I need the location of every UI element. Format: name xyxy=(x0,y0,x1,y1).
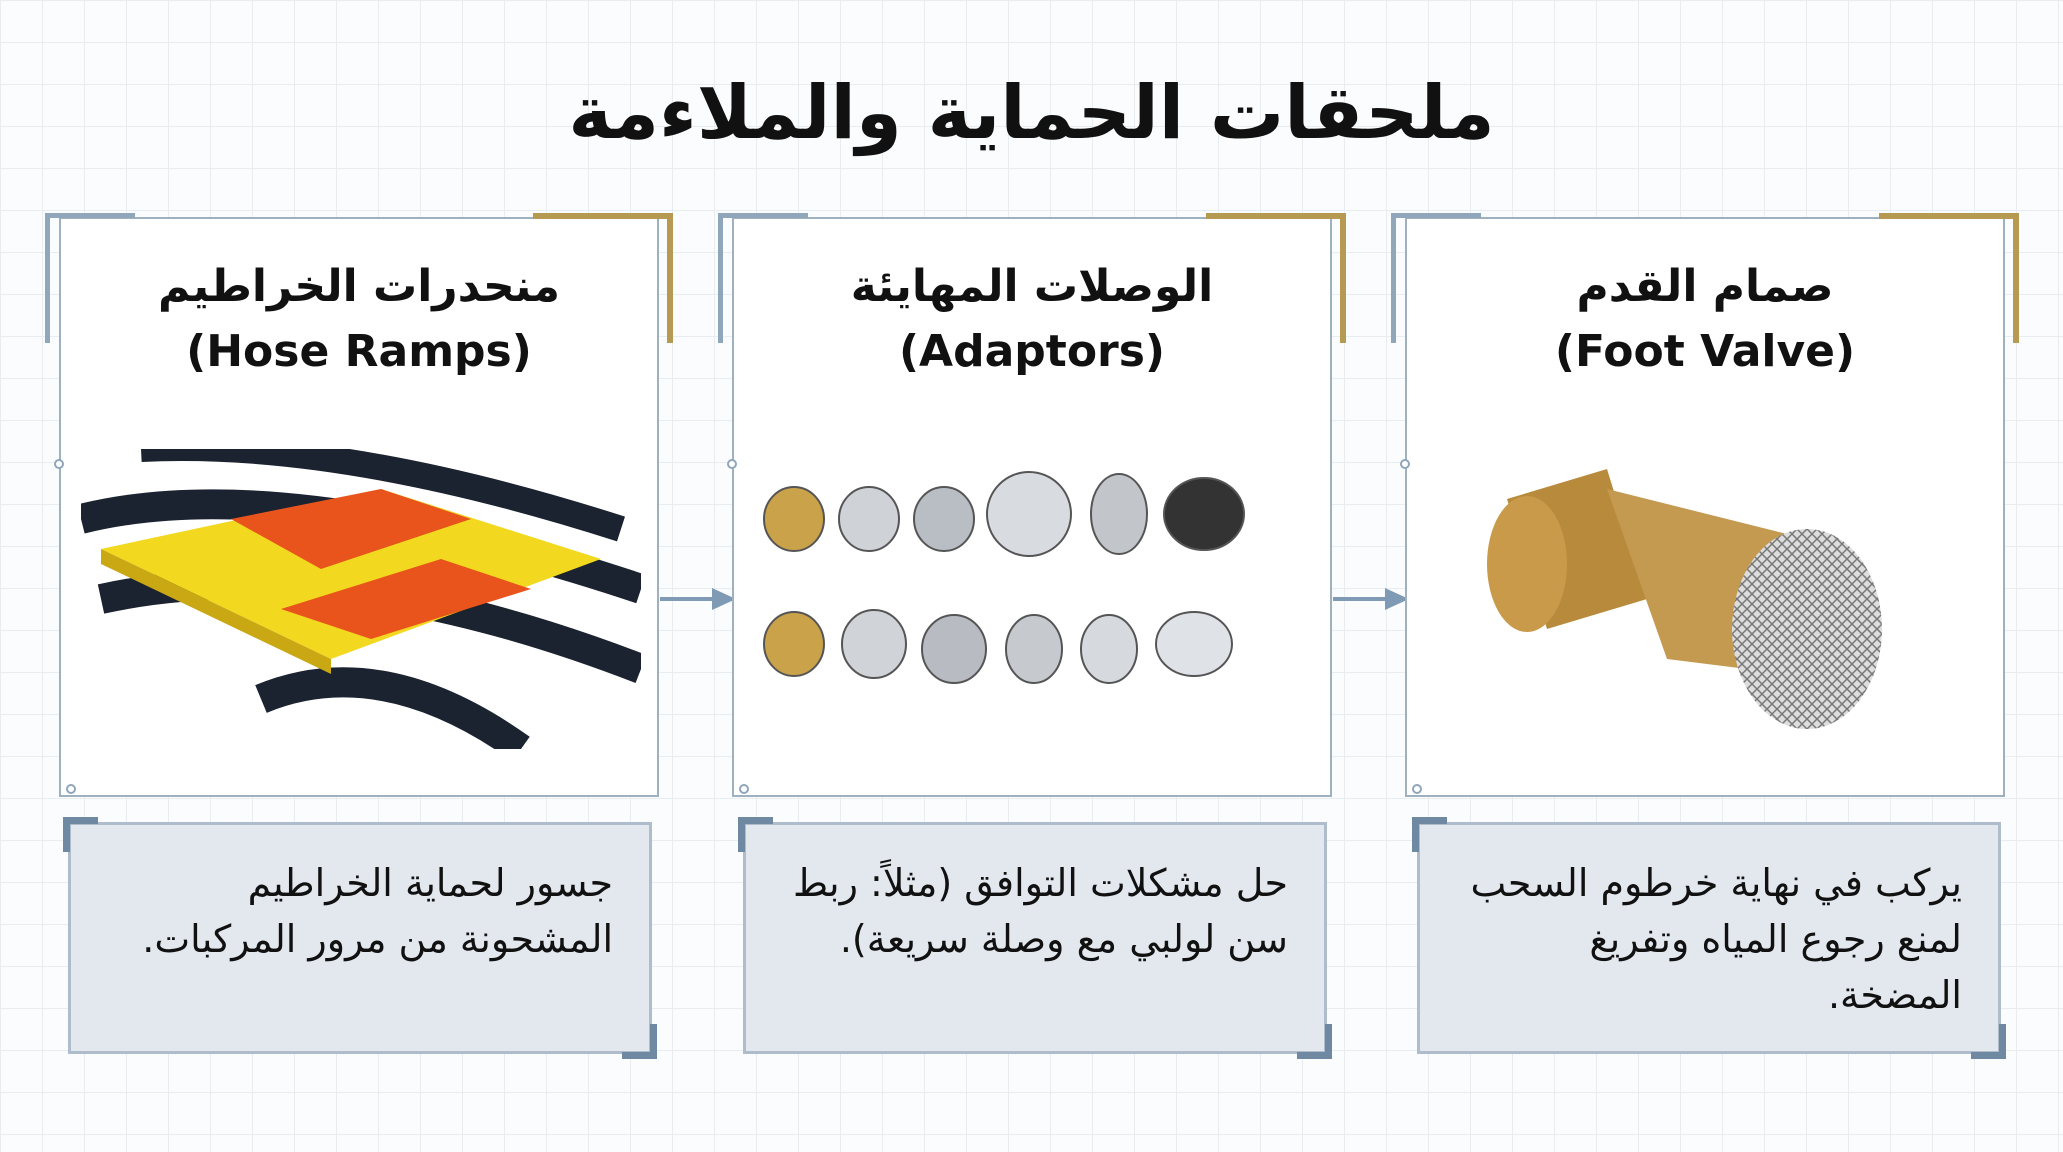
frame-dot xyxy=(66,784,76,794)
foot-valve-image xyxy=(1487,469,1882,729)
card-title-en: (Foot Valve) xyxy=(1554,326,1856,377)
card-adaptors: الوصلات المهايئة (Adaptors) xyxy=(718,213,1346,797)
frame-corner-gold xyxy=(1206,213,1346,343)
description-hose-ramps: جسور لحماية الخراطيم المشحونة من مرور ال… xyxy=(63,817,657,1059)
card-hose-ramps: منحدرات الخراطيم (Hose Ramps) xyxy=(45,213,673,797)
arrow-right-icon xyxy=(660,588,736,610)
frame-dot xyxy=(1400,459,1410,469)
arrow-right-icon xyxy=(1333,588,1409,610)
card-title-en: (Adaptors) xyxy=(898,326,1166,377)
adaptors-image xyxy=(763,471,1245,684)
card-foot-valve: صمام القدم (Foot Valve) xyxy=(1391,213,2019,797)
card-title-en: (Hose Ramps) xyxy=(186,326,532,377)
page-title: ملحقات الحماية والملاءمة xyxy=(568,70,1495,156)
frame-corner xyxy=(45,213,135,343)
frame-dot xyxy=(739,784,749,794)
description-foot-valve: يركب في نهاية خرطوم السحب لمنع رجوع المي… xyxy=(1412,817,2006,1059)
card-title-ar: منحدرات الخراطيم xyxy=(158,261,560,312)
frame-dot xyxy=(1412,784,1422,794)
frame-corner-gold xyxy=(1879,213,2019,343)
card-title-ar: صمام القدم xyxy=(1576,261,1834,312)
frame-corner xyxy=(1391,213,1481,343)
frame-dot xyxy=(727,459,737,469)
frame-dot xyxy=(54,459,64,469)
frame-corner-gold xyxy=(533,213,673,343)
card-title-ar: الوصلات المهايئة xyxy=(850,261,1214,312)
frame-corner xyxy=(718,213,808,343)
hose-ramp-image xyxy=(81,449,641,749)
description-adaptors: حل مشكلات التوافق (مثلاً: ربط سن لولبي م… xyxy=(738,817,1332,1059)
